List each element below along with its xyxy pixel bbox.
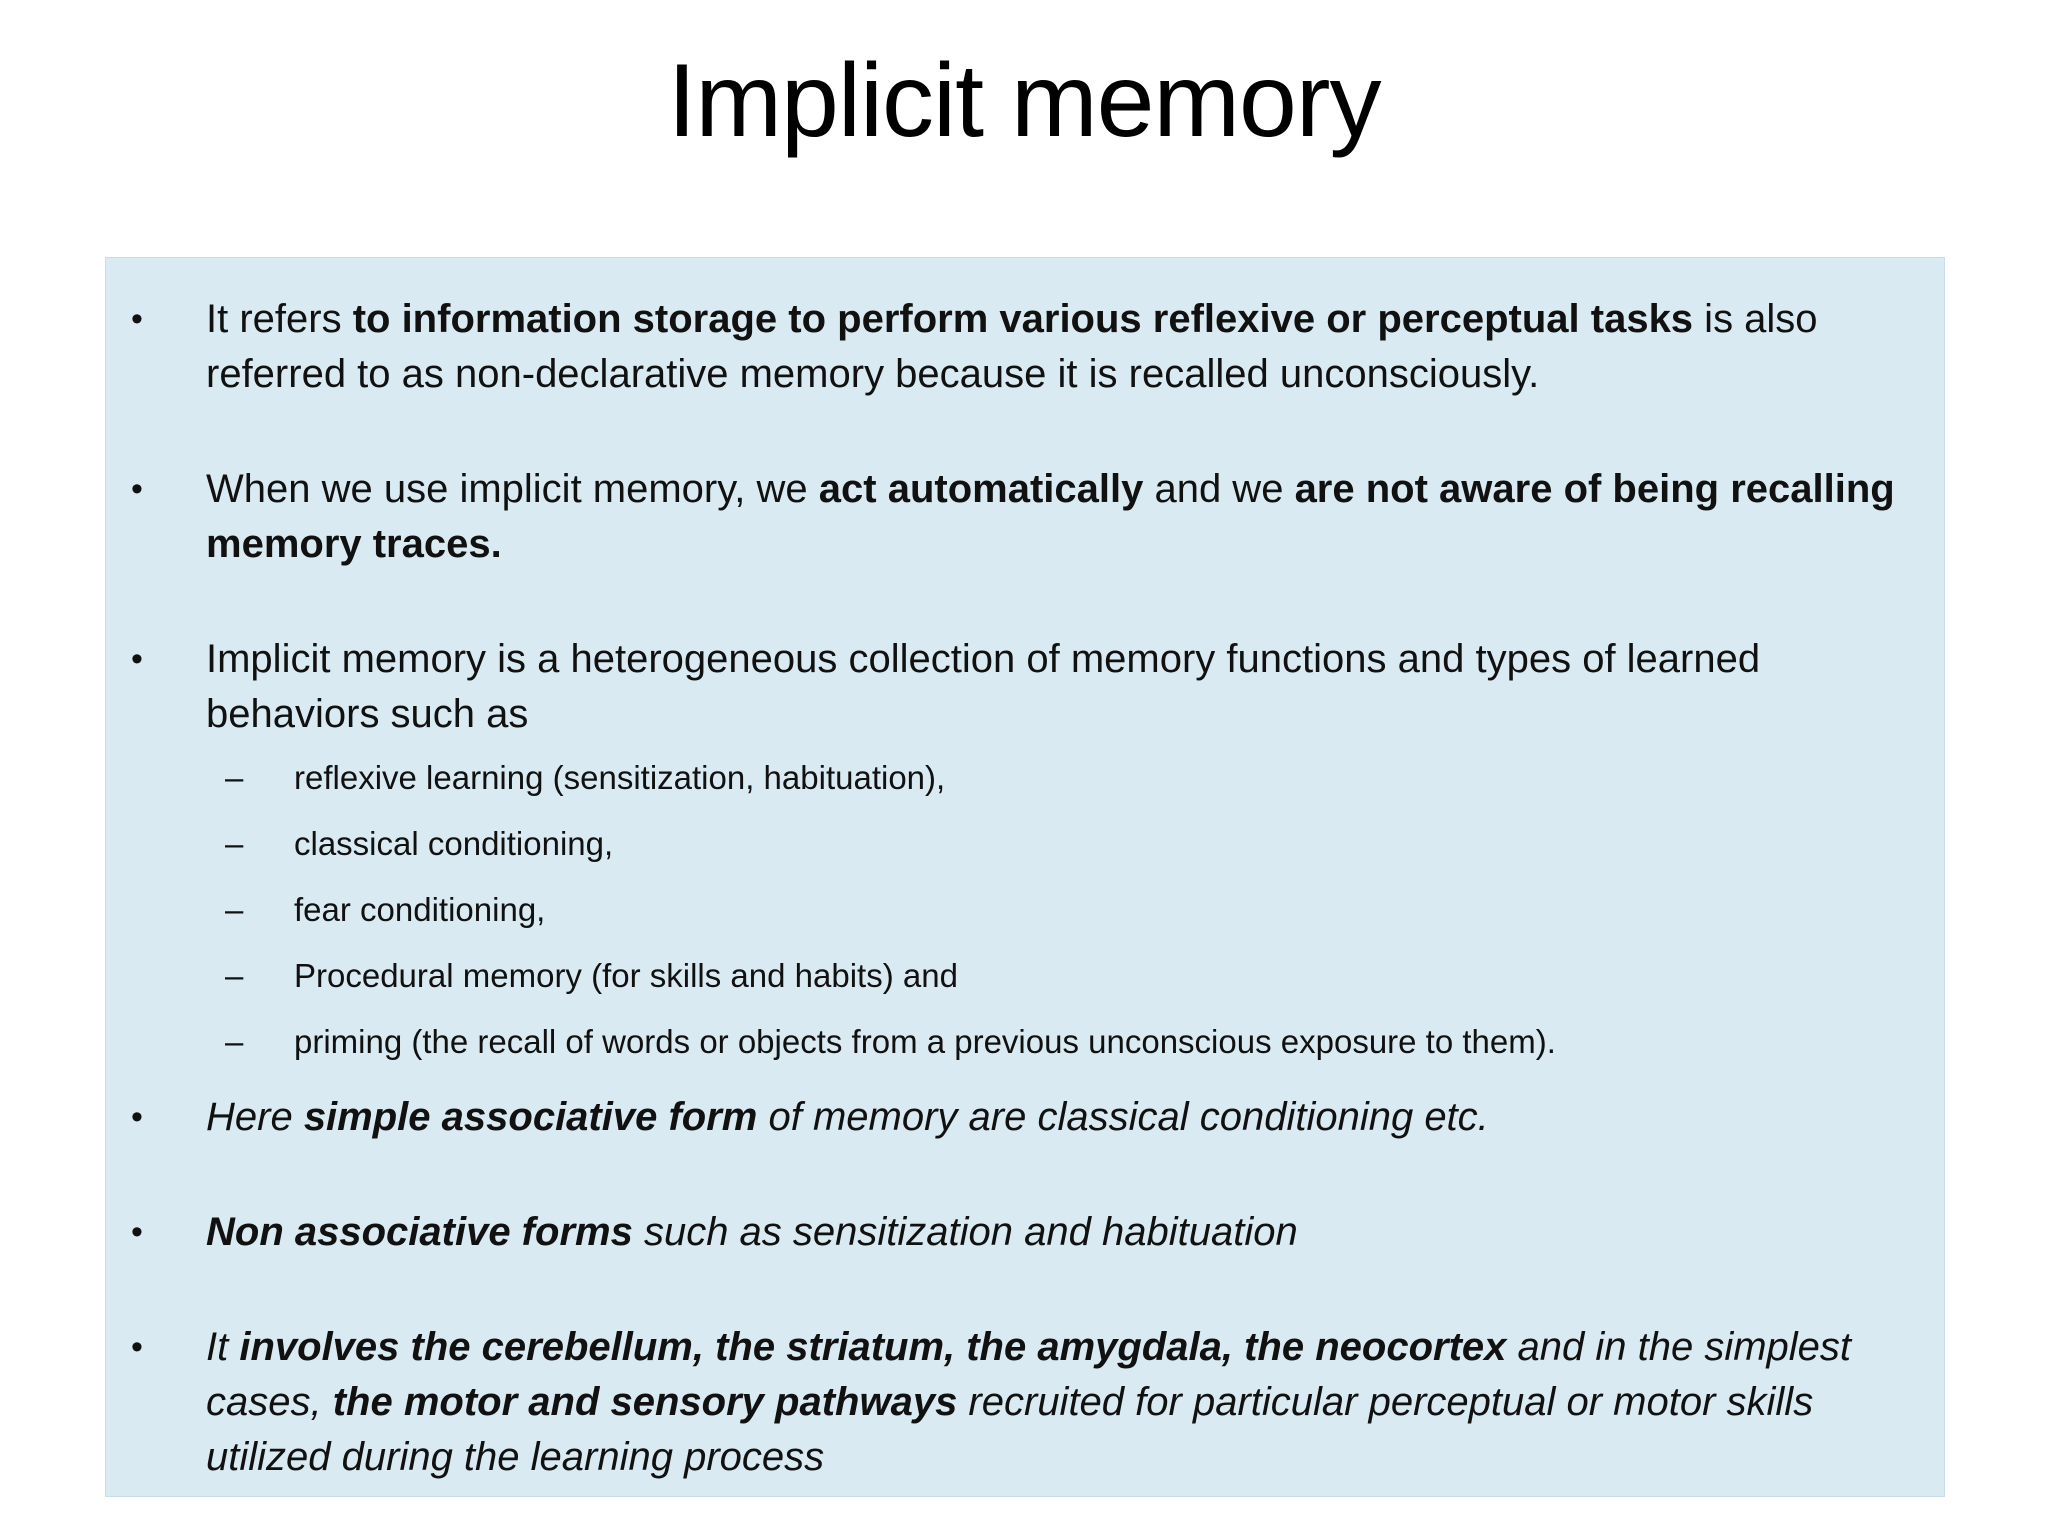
text-run: act automatically <box>818 467 1144 511</box>
bullet-dot-icon: • <box>131 300 143 338</box>
text-run: It refers <box>206 297 353 341</box>
bullet-text: Non associative forms such as sensitizat… <box>206 1210 1298 1254</box>
bullet-text: It involves the cerebellum, the striatum… <box>206 1325 1851 1479</box>
bullet-item: • When we use implicit memory, we act aut… <box>106 462 1924 572</box>
dash-icon: – <box>225 957 244 994</box>
text-run: are not aware of being recalling memory … <box>206 467 1895 566</box>
text-run: priming (the recall of words or objects … <box>294 1023 1556 1060</box>
text-run: Procedural memory (for skills and habits… <box>294 957 958 994</box>
sub-bullet-item: – fear conditioning, <box>106 884 1924 936</box>
text-run: fear conditioning, <box>294 891 546 928</box>
text-run: and we <box>1143 467 1295 511</box>
page-title: Implicit memory <box>667 43 1381 159</box>
sub-bullet-item: – reflexive learning (sensitization, habi… <box>106 752 1924 804</box>
bullet-text: Implicit memory is a heterogeneous colle… <box>206 637 1760 736</box>
bullet-text: fear conditioning, <box>294 891 545 928</box>
text-run: is also referred to as non-declarative m… <box>206 297 1818 396</box>
bullet-text: Procedural memory (for skills and habits… <box>294 957 958 994</box>
content-panel: • It refers to information storage to per… <box>105 257 1945 1497</box>
text-run: classical conditioning, <box>294 825 614 862</box>
bullet-item: • Non associative forms such as sensitiza… <box>106 1205 1924 1260</box>
text-run: and in the simplest cases, <box>206 1325 1852 1424</box>
bullet-text: priming (the recall of words or objects … <box>294 1023 1556 1060</box>
text-run: It <box>206 1325 240 1369</box>
bullet-dot-icon: • <box>131 470 143 508</box>
sub-bullet-item: – Procedural memory (for skills and habit… <box>106 950 1924 1002</box>
bullet-dot-icon: • <box>131 1098 143 1136</box>
bullet-text: It refers to information storage to perf… <box>206 297 1818 396</box>
dash-icon: – <box>225 1023 244 1060</box>
text-run: recruited for particular perceptual or m… <box>206 1380 1814 1479</box>
text-run: Non associative forms <box>206 1210 633 1254</box>
text-run: to information storage to perform variou… <box>352 297 1694 341</box>
bullet-text: Here simple associative form of memory a… <box>206 1095 1489 1139</box>
dash-icon: – <box>225 891 244 928</box>
bullet-dot-icon: • <box>131 640 143 678</box>
bullet-text: classical conditioning, <box>294 825 613 862</box>
bullet-item: • It involves the cerebellum, the striatu… <box>106 1320 1924 1485</box>
bullet-dot-icon: • <box>131 1328 143 1366</box>
text-run: Implicit memory is a heterogeneous colle… <box>206 637 1761 736</box>
bullet-item: • Implicit memory is a heterogeneous coll… <box>106 632 1924 742</box>
bullet-item: • Here simple associative form of memory … <box>106 1090 1924 1145</box>
text-run: of memory are classical conditioning etc… <box>757 1095 1489 1139</box>
bullet-text: When we use implicit memory, we act auto… <box>206 467 1895 566</box>
text-run: such as sensitization and habituation <box>632 1210 1298 1254</box>
dash-icon: – <box>225 825 244 862</box>
text-run: When we use implicit memory, we <box>206 467 819 511</box>
dash-icon: – <box>225 759 244 796</box>
sub-bullet-item: – classical conditioning, <box>106 818 1924 870</box>
text-run: involves the cerebellum, the striatum, t… <box>239 1325 1507 1369</box>
bullet-dot-icon: • <box>131 1213 143 1251</box>
bullet-list: • It refers to information storage to per… <box>106 292 1924 1485</box>
bullet-item: • It refers to information storage to per… <box>106 292 1924 402</box>
text-run: simple associative form <box>303 1095 758 1139</box>
bullet-text: reflexive learning (sensitization, habit… <box>294 759 945 796</box>
text-run: reflexive learning (sensitization, habit… <box>294 759 946 796</box>
text-run: Here <box>206 1095 304 1139</box>
sub-bullet-item: – priming (the recall of words or objects… <box>106 1016 1924 1068</box>
text-run: the motor and sensory pathways <box>332 1380 958 1424</box>
